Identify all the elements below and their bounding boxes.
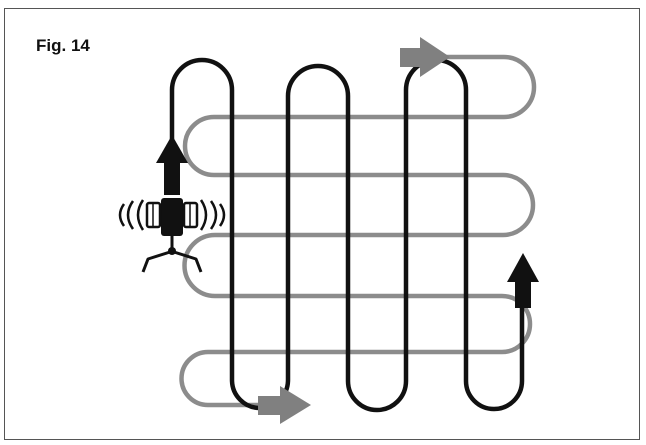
lawn-mower-top-view-icon	[118, 196, 226, 273]
arrow-up-icon	[507, 253, 539, 308]
vertical-pass-path	[169, 57, 525, 413]
arrow-up-icon	[156, 135, 188, 195]
arrow-right-icon	[258, 386, 311, 424]
arrow-right-icon	[400, 37, 450, 77]
figure-label: Fig. 14	[36, 36, 90, 55]
horizontal-pass-path	[179, 54, 537, 408]
